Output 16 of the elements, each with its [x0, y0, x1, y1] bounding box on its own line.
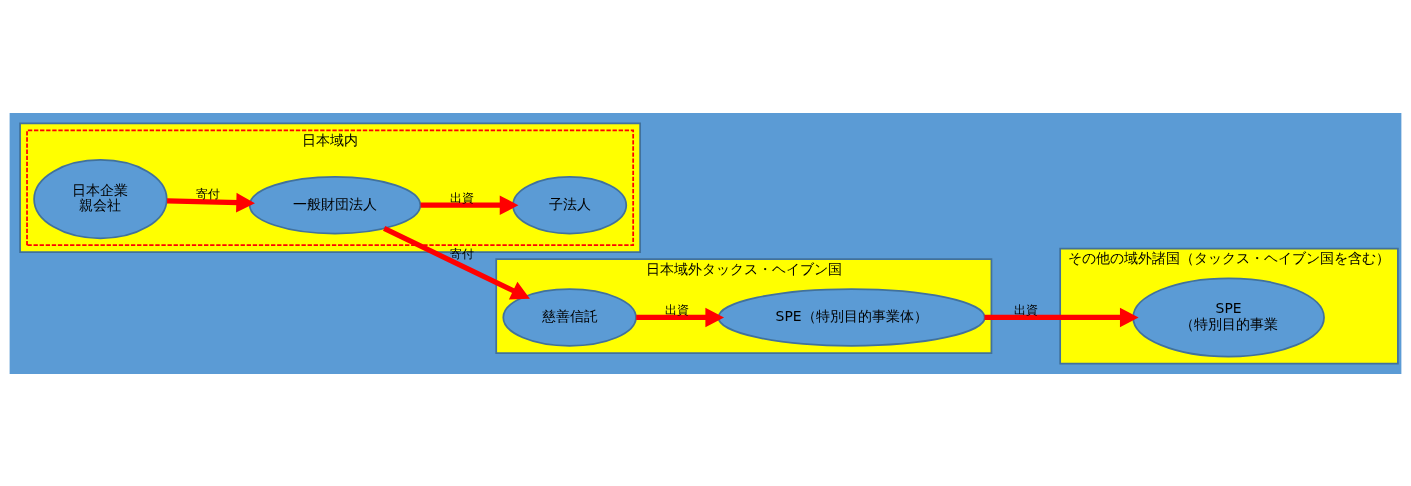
arrow — [984, 307, 1139, 327]
arrow — [167, 192, 255, 212]
node-ellipse: 慈善信託 — [502, 287, 637, 347]
arrow — [420, 194, 519, 215]
edge-label: 寄付 — [449, 246, 474, 261]
edge-label: 出資 — [1013, 302, 1038, 317]
node-ellipse: SPE （特別目的事業 — [1132, 276, 1325, 357]
edge-label: 出資 — [665, 302, 690, 317]
arrow — [636, 307, 725, 327]
node-ellipse: 日本企業 親会社 — [33, 158, 168, 239]
node-ellipse: 一般財団法人 — [248, 175, 422, 234]
edge-label: 出資 — [449, 190, 474, 205]
arrow — [383, 225, 530, 299]
node-ellipse: 子法人 — [512, 175, 628, 234]
edge-label: 寄付 — [196, 186, 221, 201]
node-ellipse: SPE（特別目的事業体） — [717, 287, 986, 347]
